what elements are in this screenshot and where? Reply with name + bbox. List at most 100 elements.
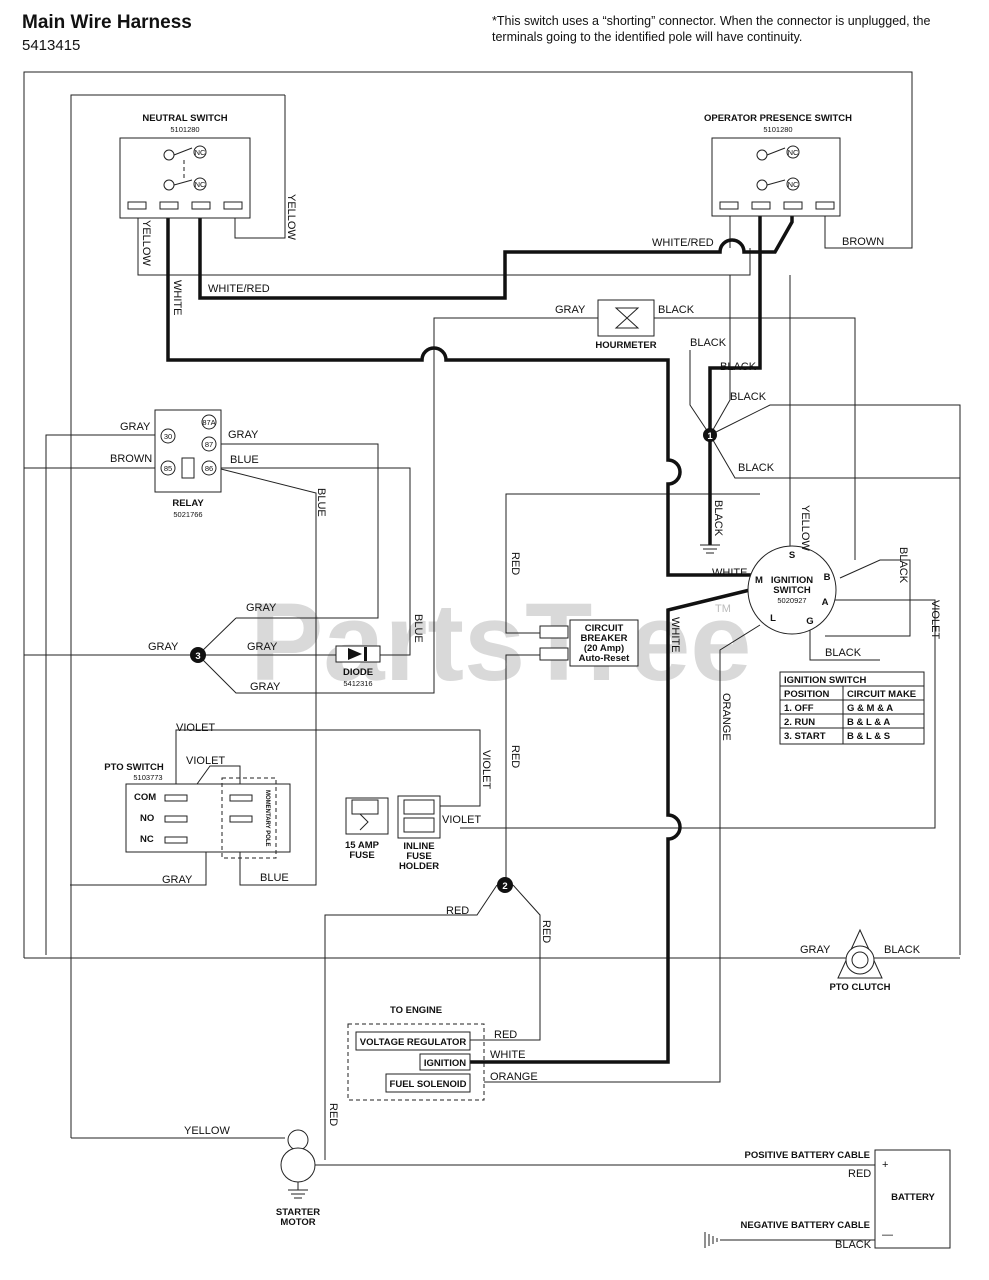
wire-label: RED (494, 1029, 517, 1041)
wire-label: GRAY (246, 602, 277, 614)
neutral-switch-part: 5101280 (170, 125, 199, 134)
wire-label: RED (446, 905, 469, 917)
wire-label: ORANGE (490, 1071, 538, 1083)
fuse-line-1: 15 AMP (345, 840, 380, 851)
wire-label: BROWN (842, 236, 884, 248)
wire-label: VIOLET (176, 722, 215, 734)
ignition-table-cell: B & L & S (847, 731, 890, 742)
wire-label: VIOLET (480, 750, 492, 789)
ignition-terminal-m: M (755, 575, 763, 586)
neutral-nc-top: NC (195, 148, 206, 157)
wire-label: GRAY (247, 641, 278, 653)
ignition-table-cell: 3. START (784, 731, 826, 742)
wire-label: BLUE (315, 488, 327, 517)
ignition-table-header-position: POSITION (784, 689, 830, 700)
relay-part: 5021766 (173, 510, 202, 519)
ignition-table-cell: 2. RUN (784, 717, 815, 728)
wire-label: BLACK (884, 944, 921, 956)
ignition-table-cell: G & M & A (847, 703, 893, 714)
pto-terminal-com: COM (134, 792, 156, 803)
ignition-terminal-l: L (770, 613, 776, 624)
wire-label: VIOLET (929, 600, 941, 639)
pto-switch: PTO SWITCH 5103773 COM NO NC MOMENTARY P… (104, 762, 291, 859)
wire-label: WHITE (669, 617, 681, 652)
relay-terminal-87: 87 (205, 440, 213, 449)
battery-label: BATTERY (891, 1192, 935, 1203)
fuse-holder-line-3: HOLDER (399, 861, 439, 872)
node-3: 3 (190, 647, 206, 663)
ignition-terminal-g: G (806, 616, 813, 627)
shorting-connector-note: *This switch uses a “shorting” connector… (492, 14, 931, 44)
page-title: Main Wire Harness (22, 12, 192, 33)
wire-label: GRAY (148, 641, 179, 653)
diode-part: 5412316 (343, 679, 372, 688)
ignition-switch-line-2: SWITCH (773, 585, 811, 596)
starter-line-1: STARTER (276, 1207, 320, 1218)
wire-labels: YELLOW YELLOW WHITE WHITE/RED WHITE/RED … (110, 194, 941, 1251)
relay-terminal-87a: 87A (202, 418, 215, 427)
operator-nc-top: NC (788, 148, 799, 157)
breaker-line-1: CIRCUIT (585, 623, 624, 634)
pto-switch-part: 5103773 (133, 773, 162, 782)
wire-label: WHITE (490, 1049, 525, 1061)
wire-label: YELLOW (140, 220, 152, 266)
relay-terminal-30: 30 (164, 432, 172, 441)
wire-label: ORANGE (720, 693, 732, 741)
ignition-switch: IGNITION SWITCH 5020927 S M B A L G (747, 545, 837, 635)
battery-minus: — (882, 1229, 893, 1241)
pto-momentary-pole: MOMENTARY POLE (264, 790, 270, 847)
wire-label: WHITE (171, 280, 183, 315)
fuse-holder-line-1: INLINE (403, 841, 434, 852)
neutral-switch: NEUTRAL SWITCH 5101280 NC NC (119, 113, 251, 219)
wire-label: WHITE/RED (652, 237, 714, 249)
hourmeter-label: HOURMETER (595, 340, 656, 351)
wire-label: BLACK (690, 337, 727, 349)
wire-label: GRAY (228, 429, 259, 441)
diode-label: DIODE (343, 667, 373, 678)
watermark-trademark: TM (715, 603, 731, 615)
wire-label: BLUE (260, 872, 289, 884)
operator-switch-label: OPERATOR PRESENCE SWITCH (704, 113, 852, 124)
wire-label: BLACK (825, 647, 862, 659)
starter-line-2: MOTOR (280, 1217, 315, 1228)
fuse-line-2: FUSE (349, 850, 374, 861)
wire-label: BLACK (720, 361, 757, 373)
breaker-line-3: (20 Amp) (584, 643, 624, 654)
wire-label: VIOLET (186, 755, 225, 767)
hourmeter: HOURMETER (595, 299, 657, 351)
ignition-table: IGNITION SWITCH POSITION CIRCUIT MAKE 1.… (779, 671, 925, 745)
wire-label: YELLOW (285, 194, 297, 240)
ignition-table-cell: 1. OFF (784, 703, 814, 714)
neutral-nc-bottom: NC (195, 180, 206, 189)
wire-label: GRAY (120, 421, 151, 433)
wire-label: BLACK (730, 391, 767, 403)
node-2: 2 (497, 877, 513, 893)
relay: 30 87A 87 85 86 RELAY 5021766 (154, 409, 222, 519)
wire-label: YELLOW (184, 1125, 230, 1137)
battery: + — BATTERY POSITIVE BATTERY CABLE NEGAT… (704, 1149, 951, 1249)
wire-label: RED (540, 920, 552, 943)
ground-icon (700, 544, 720, 554)
ignition-terminal-a: A (822, 597, 829, 608)
node-2-label: 2 (502, 881, 507, 892)
pto-terminal-no: NO (140, 813, 154, 824)
breaker-line-2: BREAKER (581, 633, 628, 644)
node-1: 1 (703, 428, 717, 442)
wire-label: VIOLET (442, 814, 481, 826)
wire-label: BROWN (110, 453, 152, 465)
pto-terminal-nc: NC (140, 834, 154, 845)
ignition-terminal-s: S (789, 550, 795, 561)
pto-clutch-label: PTO CLUTCH (829, 982, 890, 993)
wire-label: RED (848, 1168, 871, 1180)
relay-terminal-86: 86 (205, 464, 213, 473)
wire-label: GRAY (555, 304, 586, 316)
wire-label: BLACK (658, 304, 695, 316)
diode: DIODE 5412316 (335, 645, 381, 688)
heavy-wires (166, 208, 794, 1064)
engine-title: TO ENGINE (390, 1005, 442, 1016)
engine-voltage-regulator: VOLTAGE REGULATOR (360, 1037, 467, 1048)
battery-plus: + (882, 1159, 888, 1171)
operator-presence-switch: OPERATOR PRESENCE SWITCH 5101280 NC NC (704, 113, 852, 217)
ignition-switch-part: 5020927 (777, 596, 806, 605)
